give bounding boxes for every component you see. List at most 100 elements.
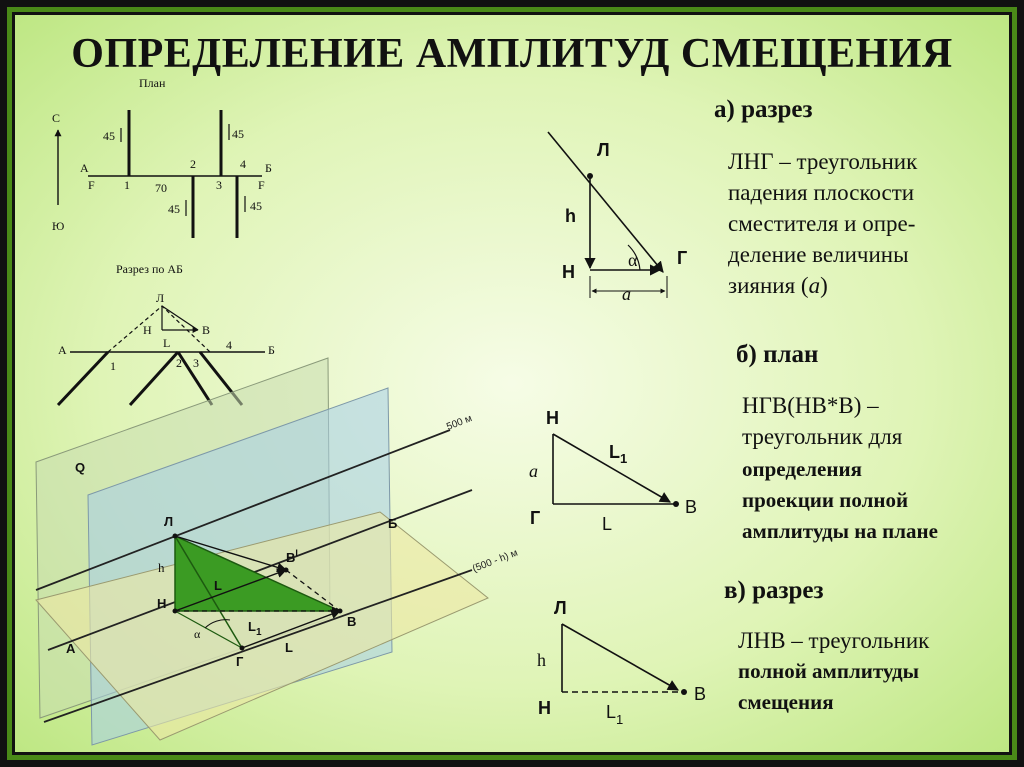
plan-title: План (139, 76, 166, 90)
section-n1: 1 (110, 359, 116, 373)
plan-point-b: Б (265, 161, 272, 175)
diag-b-a: a (529, 461, 538, 481)
plan-n2: 2 (190, 157, 196, 171)
lower-plane (35, 511, 489, 741)
section-n3: 3 (193, 356, 199, 370)
diag-c-v: В (694, 684, 706, 704)
diagram-b: Н L1 Г L В a (529, 408, 697, 534)
text-b-line: треугольник для (742, 424, 903, 449)
triangle-edge (174, 535, 243, 649)
text-b-line: НГВ(НВ*В) – (742, 393, 879, 418)
south-label: Ю (52, 219, 64, 233)
plan-dip-b: 45 (232, 127, 244, 141)
label-h: h (158, 560, 165, 575)
point-n (172, 608, 178, 614)
vector-l-bprime (174, 535, 287, 573)
section-diag (161, 305, 199, 331)
diag-a-a: a (622, 284, 631, 304)
text-b: НГВ(НВ*В) – треугольник для (742, 390, 902, 452)
text-c-bold-line: полной амплитуды (738, 659, 920, 683)
plan-dip-c: 45 (168, 202, 180, 216)
section-title: Разрез по АБ (116, 262, 183, 276)
text-a: ЛНГ – треугольник падения плоскости смес… (728, 146, 917, 301)
section-bed (56, 350, 110, 407)
slide-title: ОПРЕДЕЛЕНИЕ АМПЛИТУД СМЕЩЕНИЯ (71, 31, 953, 77)
plan-sketch: План С Ю А Б F F 1 2 3 4 70 45 45 45 45 (52, 76, 272, 238)
text-c-line: ЛНВ – треугольник (738, 628, 930, 653)
section-n: Н (143, 323, 152, 337)
plan-n1: 1 (124, 178, 130, 192)
section-bed (128, 350, 180, 407)
diag-c-h: h (537, 650, 546, 670)
diag-a-h: h (565, 206, 576, 226)
heading-c: в) разрез (724, 577, 824, 604)
point-l (172, 533, 178, 539)
section-sketch: Разрез по АБ А Б Л Н В L 1 2 3 4 (56, 262, 275, 407)
section-n2: 2 (176, 356, 182, 370)
line-ab (47, 489, 473, 651)
text-c-bold: полной амплитуды смещения (738, 656, 919, 718)
text-c: ЛНВ – треугольник (738, 625, 929, 656)
diag-b-l: L (602, 514, 612, 534)
diag-a-g: Г (677, 248, 687, 268)
plan-distance: 70 (155, 181, 167, 195)
text-b-bold-line: амплитуды на плане (742, 519, 938, 543)
text-b-bold-line: определения (742, 457, 862, 481)
diag-a-n: Н (562, 262, 575, 282)
text-b-bold-line: проекции полной (742, 488, 909, 512)
section-v: В (202, 323, 210, 337)
north-label: С (52, 111, 60, 125)
diag-b-v: В (685, 497, 697, 517)
point-g (239, 645, 245, 651)
label-q: Q (75, 460, 85, 475)
label-v: В (347, 614, 356, 629)
plan-point-a: А (80, 161, 89, 175)
diag-c-point (681, 689, 687, 695)
label-l-inner: L (214, 578, 222, 593)
point-b-prime (283, 567, 289, 573)
vector-g-v (241, 609, 341, 649)
line-500-h (43, 569, 473, 723)
label-l: Л (164, 514, 173, 529)
diag-b-g: Г (530, 508, 540, 528)
diag-a-fault (547, 131, 664, 273)
text-a-line-last: зияния (а) (728, 270, 917, 301)
diag-b-hyp (552, 433, 671, 503)
section-n4: 4 (226, 338, 232, 352)
plan-fault-f-left: F (88, 178, 95, 192)
dashed-bprime-v (285, 569, 341, 612)
diag-b-l1: L1 (609, 442, 627, 466)
text-c-bold-line: смещения (738, 690, 834, 714)
plan-dip-a: 45 (103, 129, 115, 143)
diag-b-n: Н (546, 408, 559, 428)
diagram-a: Л h Н Г α a (547, 131, 687, 304)
diag-c-l1: L1 (606, 702, 623, 727)
section-l-top: Л (156, 291, 164, 305)
label-b-prime: ВI (286, 548, 298, 565)
label-alpha: α (194, 627, 201, 641)
text-a-italic: а (808, 273, 821, 298)
line-500 (35, 429, 451, 591)
alpha-arc (204, 619, 231, 629)
heading-b: б) план (736, 341, 819, 368)
text-a-suffix: ) (820, 273, 828, 298)
triangle-edge (174, 610, 243, 649)
diag-c-n: Н (538, 698, 551, 718)
label-l-lower: L (285, 640, 293, 655)
label-a: А (66, 641, 76, 656)
heading-a: а) разрез (714, 96, 813, 123)
text-a-line: ЛНГ – треугольник (728, 149, 918, 174)
text-b-bold: определения проекции полной амплитуды на… (742, 454, 938, 547)
diag-b-point (673, 501, 679, 507)
section-point-a: А (58, 343, 67, 357)
plan-dip-d: 45 (250, 199, 262, 213)
diagram-c: Л Н L1 В h (537, 598, 706, 727)
label-n: Н (157, 596, 166, 611)
label-l1: L1 (248, 619, 262, 638)
text-a-line: падения плоскости (728, 180, 915, 205)
text-a-prefix: зияния ( (728, 273, 809, 298)
diag-c-l: Л (554, 598, 567, 618)
diag-a-point (587, 173, 593, 179)
